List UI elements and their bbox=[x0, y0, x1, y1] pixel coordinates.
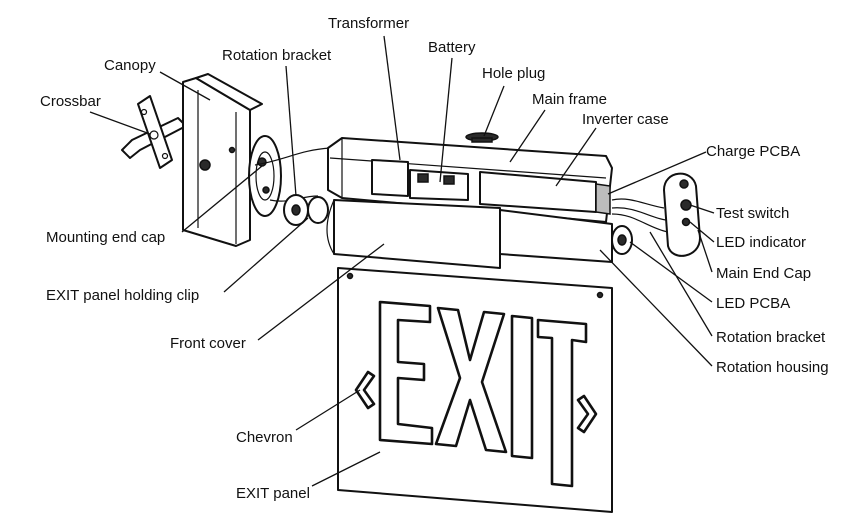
label-test-switch: Test switch bbox=[716, 205, 789, 222]
exit-letter-x bbox=[434, 306, 508, 454]
chevron-left-icon bbox=[354, 370, 376, 410]
label-charge-pcba: Charge PCBA bbox=[706, 143, 800, 160]
label-transformer: Transformer bbox=[328, 15, 409, 32]
label-led-indicator: LED indicator bbox=[716, 234, 806, 251]
main-end-cap-part bbox=[663, 172, 701, 257]
label-exit-panel-holding-clip: EXIT panel holding clip bbox=[46, 287, 199, 304]
label-battery: Battery bbox=[428, 39, 476, 56]
part-labels: Transformer Rotation bracket Battery Can… bbox=[40, 15, 829, 502]
label-rotation-housing: Rotation housing bbox=[716, 359, 829, 376]
exit-letter-e bbox=[378, 300, 434, 446]
label-hole-plug: Hole plug bbox=[482, 65, 545, 82]
mounting-end-cap-part bbox=[248, 135, 282, 217]
exit-letters bbox=[354, 300, 598, 488]
main-frame-part bbox=[327, 132, 613, 223]
label-chevron: Chevron bbox=[236, 429, 293, 446]
label-led-pcba: LED PCBA bbox=[716, 295, 790, 312]
label-main-end-cap: Main End Cap bbox=[716, 265, 811, 282]
label-inverter-case: Inverter case bbox=[582, 111, 669, 128]
label-mounting-end-cap: Mounting end cap bbox=[46, 229, 165, 246]
rotation-housing-right bbox=[611, 225, 633, 255]
canopy-part bbox=[182, 73, 263, 247]
rotation-housing-left bbox=[283, 194, 329, 226]
exit-letter-t bbox=[536, 318, 588, 488]
charge-pcba-part bbox=[595, 183, 611, 215]
chevron-right-icon bbox=[576, 394, 598, 434]
crossbar-part bbox=[121, 95, 187, 169]
transformer-part bbox=[371, 159, 409, 197]
label-front-cover: Front cover bbox=[170, 335, 246, 352]
label-exit-panel: EXIT panel bbox=[236, 485, 310, 502]
label-canopy: Canopy bbox=[104, 57, 156, 74]
leader-lines bbox=[89, 35, 715, 487]
exit-letter-i bbox=[510, 314, 534, 460]
label-crossbar: Crossbar bbox=[40, 93, 101, 110]
label-main-frame: Main frame bbox=[532, 91, 607, 108]
label-rotation-bracket-right: Rotation bracket bbox=[716, 329, 826, 346]
label-rotation-bracket-top: Rotation bracket bbox=[222, 47, 332, 64]
